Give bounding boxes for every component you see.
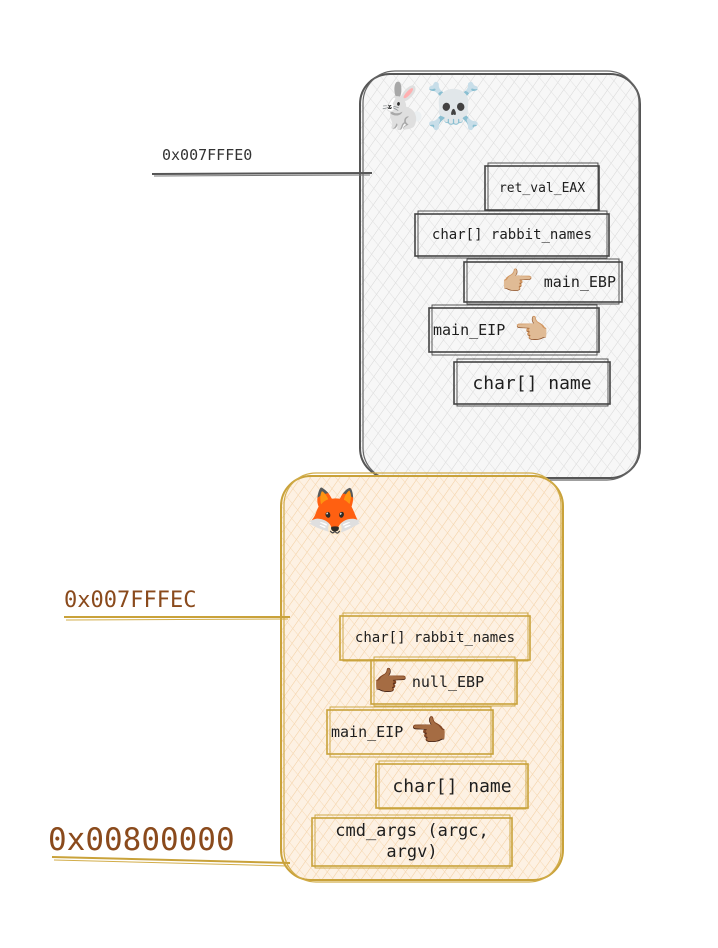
cell-outline-ret-val xyxy=(484,165,600,211)
main-ebp-label: main_EBP xyxy=(543,273,616,291)
ret-val-label: ret_val_EAX xyxy=(498,180,586,196)
pointing-right-hand-icon: 👉🏼 xyxy=(501,267,534,297)
lower-rabbit-names-cell: char[] rabbit_names xyxy=(340,616,530,660)
cell-outline-name xyxy=(453,361,611,405)
base-address-leader xyxy=(51,856,291,867)
lower-address-leader xyxy=(64,616,290,621)
main-eip-cell: main_EIP 👉🏼 xyxy=(429,308,599,352)
cell-outline-lower-main-eip xyxy=(326,709,494,755)
rabbit-names-label: char[] rabbit_names xyxy=(431,227,593,243)
upper-address-label: 0x007FFFE0 xyxy=(162,146,253,164)
cell-outline-lower-name xyxy=(375,763,529,809)
lower-name-label: char[] name xyxy=(392,775,512,797)
pointing-right-hand-dark-icon: 👉🏾 xyxy=(373,665,408,698)
cmd-args-line2: argv) xyxy=(386,842,438,862)
cell-outline-main-ebp xyxy=(463,261,623,303)
null-ebp-cell: 👉🏾 null_EBP xyxy=(371,660,517,704)
lower-name-cell: char[] name xyxy=(376,764,528,808)
rabbit-names-cell: char[] rabbit_names xyxy=(415,214,609,256)
name-label: char[] name xyxy=(472,372,592,394)
pointing-left-hand-dark-icon: 👉🏾 xyxy=(411,714,449,749)
cell-outline-cmd-args xyxy=(311,817,513,867)
cmd-args-line1: cmd_args (argc, xyxy=(335,821,489,841)
lower-address-label: 0x007FFFEC xyxy=(64,588,197,613)
lower-main-eip-cell: main_EIP 👉🏾 xyxy=(327,710,493,754)
fox-icon: 🦊 xyxy=(306,484,364,538)
ret-val-cell: ret_val_EAX xyxy=(485,166,599,210)
cell-outline-rabbit-names xyxy=(414,213,610,257)
lower-stack-frame xyxy=(280,472,564,883)
lower-rabbit-names-label: char[] rabbit_names xyxy=(354,630,516,646)
main-eip-label: main_EIP xyxy=(433,321,506,339)
cmd-args-cell: cmd_args (argc, argv) xyxy=(312,818,512,866)
base-address-label: 0x00800000 xyxy=(48,822,235,858)
null-ebp-label: null_EBP xyxy=(411,673,485,691)
upper-stack-frame xyxy=(359,70,641,481)
name-cell: char[] name xyxy=(454,362,610,404)
skull-crossbones-icon: ☠️ xyxy=(426,81,481,132)
rabbit-icon: 🐇 xyxy=(374,81,429,132)
cell-outline-null-ebp xyxy=(370,659,518,705)
upper-address-leader xyxy=(151,172,373,177)
main-ebp-cell: 👉🏼 main_EBP xyxy=(464,262,622,302)
cell-outline-main-eip xyxy=(428,307,600,353)
lower-main-eip-label: main_EIP xyxy=(331,723,404,741)
pointing-left-hand-icon: 👉🏼 xyxy=(515,313,551,346)
